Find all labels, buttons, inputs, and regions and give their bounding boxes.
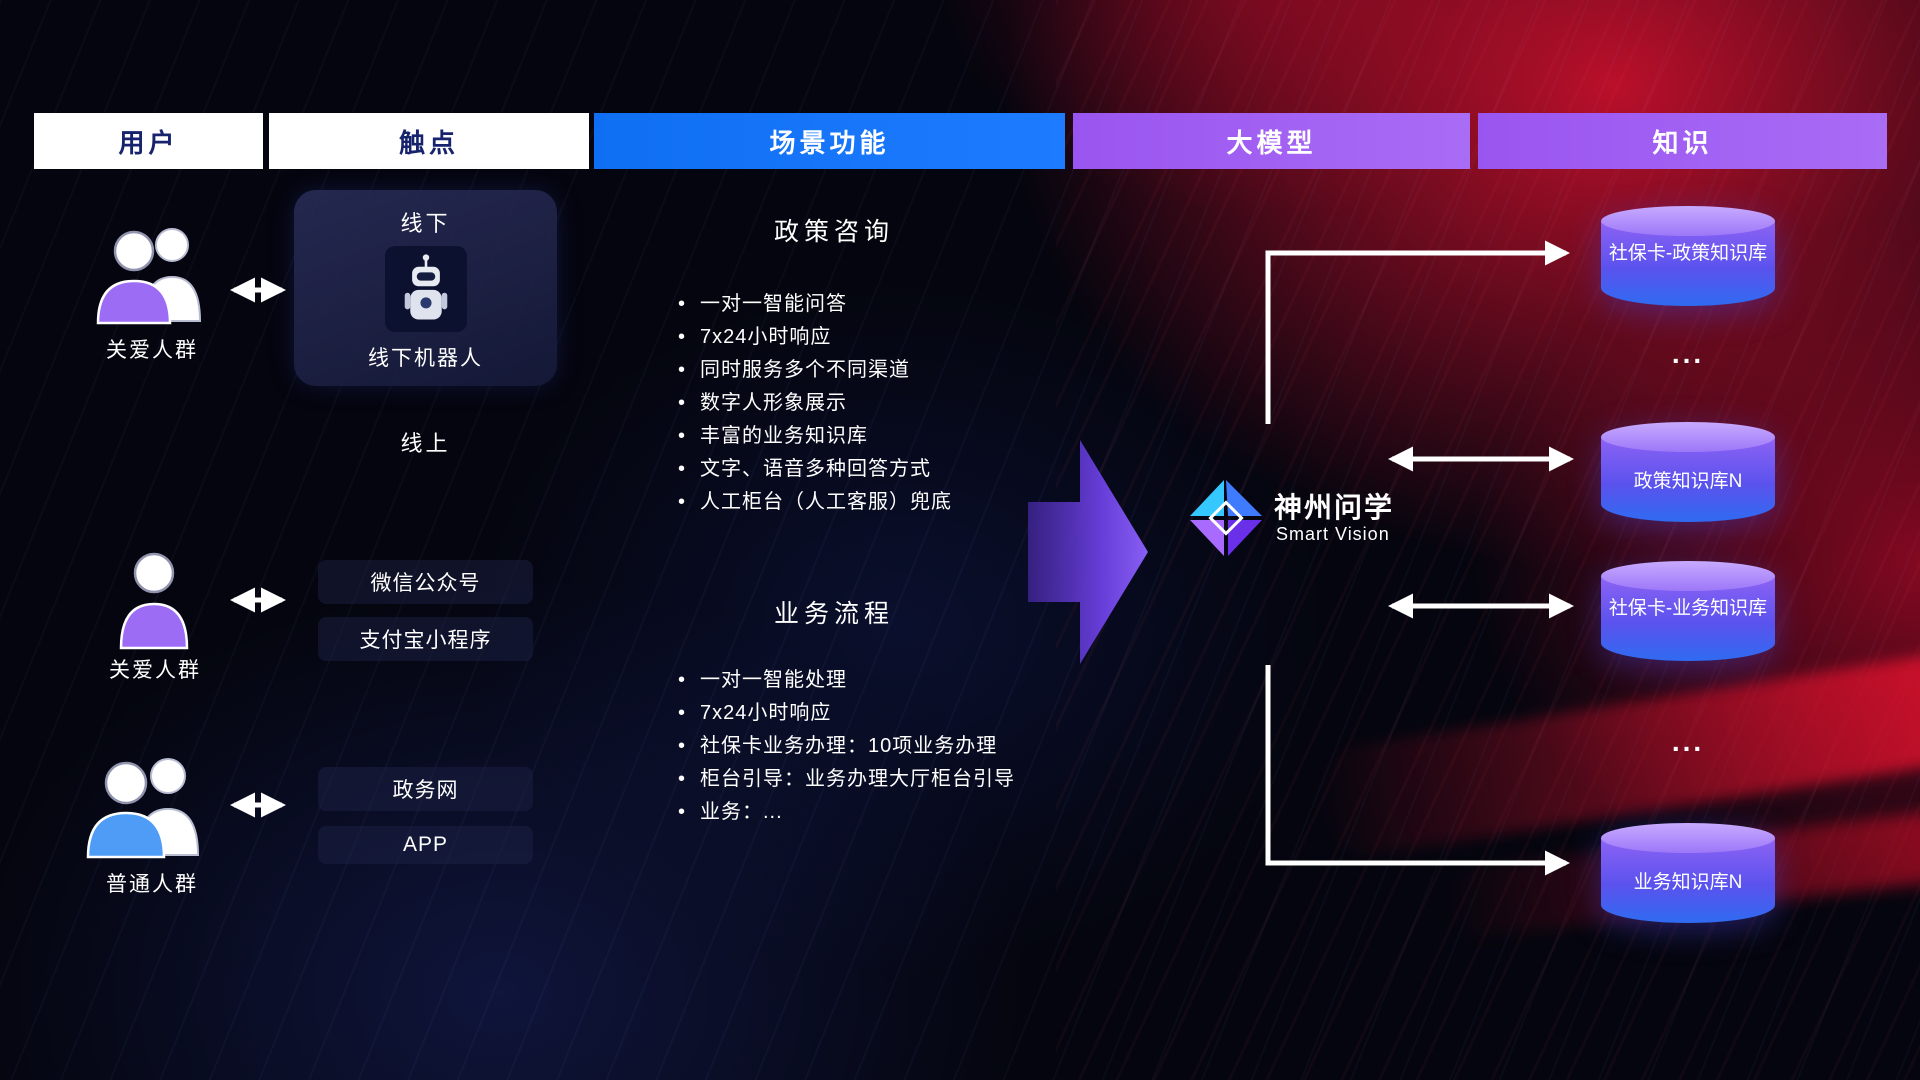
- column-header-scenarios: 场景功能: [594, 113, 1065, 169]
- offline-robot-label: 线下机器人: [368, 347, 483, 370]
- offline-title: 线下: [400, 211, 451, 236]
- list-item: 文字、语音多种回答方式: [676, 453, 952, 486]
- column-header-users: 用户: [34, 113, 263, 169]
- scenario-policy-list: 一对一智能问答 7x24小时响应 同时服务多个不同渠道 数字人形象展示 丰富的业…: [676, 288, 952, 519]
- list-item: 业务：...: [676, 796, 1015, 829]
- list-item: 柜台引导：业务办理大厅柜台引导: [676, 763, 1015, 796]
- knowledge-db-3-label: 社保卡-业务知识库: [1608, 598, 1768, 619]
- list-item: 人工柜台（人工客服）兜底: [676, 486, 952, 519]
- user-group-1-label: 关爱人群: [106, 339, 198, 362]
- user-group-2-label: 关爱人群: [109, 659, 201, 682]
- big-flow-arrow-icon: [1028, 430, 1152, 679]
- scenario-business-title: 业务流程: [773, 600, 894, 628]
- cylinder-top: [1601, 422, 1775, 452]
- knowledge-db-3: 社保卡-业务知识库: [1601, 561, 1775, 661]
- cylinder-top: [1601, 561, 1775, 591]
- list-item: 一对一智能问答: [676, 288, 952, 321]
- user-single-purple-icon: [118, 548, 190, 657]
- knowledge-db-1: 社保卡-政策知识库: [1601, 206, 1775, 306]
- user-group-blue-icon: [82, 750, 212, 867]
- online-title: 线上: [400, 431, 451, 456]
- knowledge-db-4-label: 业务知识库N: [1633, 872, 1743, 893]
- channel-app: APP: [318, 826, 533, 864]
- knowledge-db-4: 业务知识库N: [1601, 823, 1775, 923]
- knowledge-db-2: 政策知识库N: [1601, 422, 1775, 522]
- knowledge-db-1-label: 社保卡-政策知识库: [1608, 243, 1768, 264]
- user-group-3-label: 普通人群: [106, 873, 198, 896]
- column-header-knowledge: 知识: [1478, 113, 1887, 169]
- list-item: 同时服务多个不同渠道: [676, 354, 952, 387]
- channel-wechat: 微信公众号: [318, 560, 533, 604]
- model-name: 神州问学: [1274, 492, 1395, 523]
- list-item: 社保卡业务办理：10项业务办理: [676, 730, 1015, 763]
- cylinder-top: [1601, 823, 1775, 853]
- user-group-purple-icon: [92, 220, 214, 333]
- column-header-touchpoints: 触点: [269, 113, 589, 169]
- list-item: 7x24小时响应: [676, 321, 952, 354]
- knowledge-ellipsis-2: ...: [1671, 726, 1705, 757]
- model-subtitle: Smart Vision: [1276, 524, 1390, 544]
- list-item: 7x24小时响应: [676, 697, 1015, 730]
- scenario-business-list: 一对一智能处理 7x24小时响应 社保卡业务办理：10项业务办理 柜台引导：业务…: [676, 664, 1015, 829]
- knowledge-ellipsis-1: ...: [1671, 338, 1705, 369]
- offline-touchpoint-card: 线下 线下机器人: [294, 190, 557, 386]
- knowledge-db-2-label: 政策知识库N: [1633, 471, 1743, 492]
- scenario-policy-title: 政策咨询: [773, 218, 894, 246]
- list-item: 丰富的业务知识库: [676, 420, 952, 453]
- smart-vision-logo-icon: [1186, 478, 1266, 563]
- channel-alipay: 支付宝小程序: [318, 617, 533, 661]
- list-item: 一对一智能处理: [676, 664, 1015, 697]
- list-item: 数字人形象展示: [676, 387, 952, 420]
- channel-gov-web: 政务网: [318, 767, 533, 811]
- column-header-model: 大模型: [1073, 113, 1470, 169]
- robot-icon: [384, 246, 467, 332]
- cylinder-top: [1601, 206, 1775, 236]
